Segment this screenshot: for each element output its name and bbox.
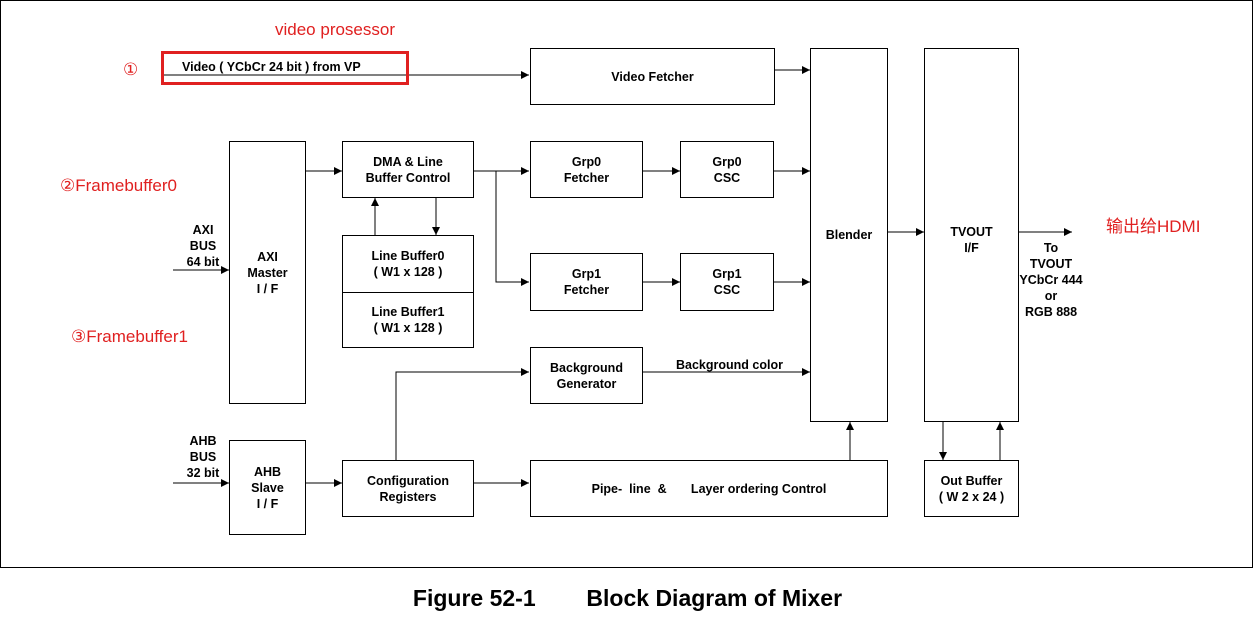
grp0-csc-block: Grp0 CSC (680, 141, 774, 198)
grp1-csc-block: Grp1 CSC (680, 253, 774, 311)
line-buffer1-block: Line Buffer1 ( W1 x 128 ) (342, 292, 474, 348)
configuration-registers-block: Configuration Registers (342, 460, 474, 517)
framebuffer1-note: ③Framebuffer1 (71, 327, 188, 346)
framebuffer0-note: ②Framebuffer0 (60, 176, 177, 195)
blender-block: Blender (810, 48, 888, 422)
hdmi-output-note: 输出给HDMI (1106, 217, 1201, 236)
pipeline-layer-ordering-block: Pipe- line & Layer ordering Control (530, 460, 888, 517)
diagram-frame (0, 0, 1253, 568)
to-tvout-label: To TVOUT YCbCr 444 or RGB 888 (1019, 241, 1083, 319)
video-processor-note: video prosessor (275, 20, 396, 39)
axi-bus-label: AXI BUS 64 bit (186, 223, 220, 269)
video-fetcher-block: Video Fetcher (530, 48, 775, 105)
ahb-bus-label: AHB BUS 32 bit (186, 434, 220, 480)
tvout-if-block: TVOUT I/F (924, 48, 1019, 422)
background-generator-block: Background Generator (530, 347, 643, 404)
video-input-label: Video ( YCbCr 24 bit ) from VP (182, 60, 361, 74)
dma-to-grp1-arrow (495, 171, 529, 286)
background-color-label: Background color (676, 358, 783, 372)
line-buffer0-block: Line Buffer0 ( W1 x 128 ) (342, 235, 474, 293)
ahb-slave-block: AHB Slave I / F (229, 440, 306, 535)
video-input-highlight (161, 51, 409, 85)
config-to-bg-arrow (395, 368, 529, 460)
figure-caption: Figure 52-1 Block Diagram of Mixer (0, 585, 1255, 612)
marker-1: ① (123, 60, 139, 79)
out-buffer-block: Out Buffer ( W 2 x 24 ) (924, 460, 1019, 517)
grp1-fetcher-block: Grp1 Fetcher (530, 253, 643, 311)
axi-master-block: AXI Master I / F (229, 141, 306, 404)
figure-number: Figure 52-1 (412, 585, 536, 611)
grp0-fetcher-block: Grp0 Fetcher (530, 141, 643, 198)
dma-line-buffer-control-block: DMA & Line Buffer Control (342, 141, 474, 198)
figure-title: Block Diagram of Mixer (586, 585, 843, 611)
